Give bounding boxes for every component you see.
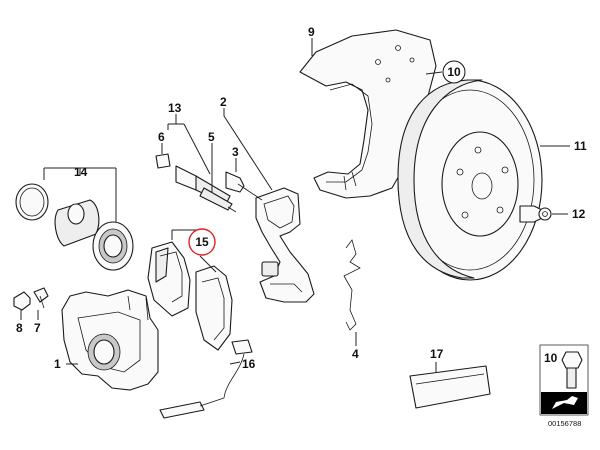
- callout-10-circled: 10: [442, 60, 466, 84]
- grease-packet: [409, 365, 491, 409]
- callout-10: 10: [447, 65, 461, 79]
- callout-7: 7: [34, 321, 41, 335]
- callout-12: 12: [572, 207, 586, 221]
- bleeder-screw-7: [33, 287, 49, 309]
- callout-15-circled: 15: [188, 228, 216, 256]
- inset-label-10: 10: [544, 351, 558, 365]
- callout-17: 17: [430, 347, 444, 361]
- callout-8: 8: [16, 321, 23, 335]
- callout-4: 4: [352, 347, 359, 361]
- guide-pin-13: [175, 165, 231, 205]
- callouts: 9 10 11 12 13 2 6 5 3 14 15 8 7 1 16 4 1…: [16, 25, 587, 428]
- guide-pin-5: [199, 187, 237, 213]
- callout-6: 6: [158, 130, 165, 144]
- callout-16: 16: [242, 357, 256, 371]
- callout-14: 14: [74, 165, 88, 179]
- brake-pad-outer: [195, 265, 233, 351]
- wheel-bolt: [519, 205, 552, 223]
- callout-2: 2: [220, 95, 227, 109]
- piston-seal-group: [15, 183, 134, 271]
- callout-11: 11: [574, 139, 587, 153]
- leader-lines: [20, 38, 570, 372]
- pad-wear-sensor: [159, 339, 253, 419]
- callout-13: 13: [168, 101, 182, 115]
- brake-caliper: [61, 289, 159, 391]
- anti-rattle-clip: [343, 239, 361, 331]
- callout-15: 15: [195, 235, 209, 249]
- caliper-carrier: [255, 187, 315, 303]
- callout-9: 9: [308, 25, 315, 39]
- catalog-number: 00156788: [548, 419, 581, 428]
- callout-5: 5: [208, 130, 215, 144]
- bleeder-cap-8: [13, 291, 31, 311]
- brake-rotor: [397, 79, 543, 281]
- bleeder-cap-6: [155, 153, 171, 169]
- inset-bolt-box: [539, 344, 589, 416]
- callout-3: 3: [232, 145, 239, 159]
- brake-pad-inner: [147, 241, 191, 317]
- guide-bolt-3: [225, 171, 263, 201]
- callout-1: 1: [54, 357, 61, 371]
